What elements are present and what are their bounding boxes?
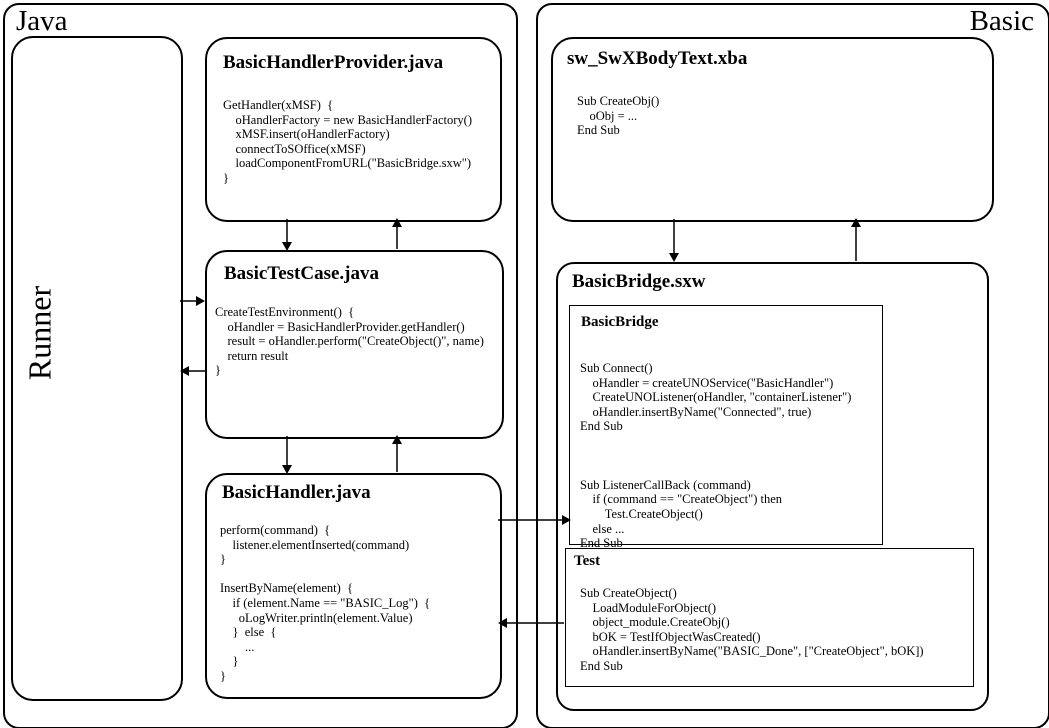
sw-swxbodytext-title: sw_SwXBodyText.xba bbox=[567, 48, 748, 69]
arrow-test-to-handler bbox=[498, 618, 564, 628]
basic-handler-provider-code: GetHandler(xMSF) { oHandlerFactory = new… bbox=[223, 98, 472, 185]
runner-box: Runner bbox=[11, 36, 183, 701]
arrow-runner-to-testcase bbox=[180, 296, 205, 306]
sw-swxbodytext-code: Sub CreateObj() oObj = ... End Sub bbox=[577, 94, 660, 138]
basic-bridge-sxw-title: BasicBridge.sxw bbox=[572, 271, 706, 292]
arrow-provider-to-testcase bbox=[282, 219, 292, 251]
basic-handler-title: BasicHandler.java bbox=[222, 482, 371, 503]
basic-test-case-box: BasicTestCase.java CreateTestEnvironment… bbox=[205, 250, 504, 439]
arrow-handler-to-testcase bbox=[392, 435, 402, 472]
basic-handler-provider-box: BasicHandlerProvider.java GetHandler(xMS… bbox=[205, 37, 502, 222]
basic-bridge-module-title: BasicBridge bbox=[581, 314, 659, 330]
arrow-handler-to-bridge bbox=[498, 515, 571, 525]
basic-test-case-title: BasicTestCase.java bbox=[224, 263, 379, 284]
java-group-label: Java bbox=[16, 5, 68, 37]
basic-bridge-module-box: BasicBridge Sub Connect() oHandler = cre… bbox=[569, 305, 883, 550]
arrow-xba-to-sxw bbox=[669, 219, 679, 262]
arrow-testcase-to-handler bbox=[282, 436, 292, 474]
arrow-testcase-to-provider bbox=[392, 218, 402, 249]
basic-handler-box: BasicHandler.java perform(command) { lis… bbox=[205, 473, 502, 699]
arrow-testcase-to-runner bbox=[180, 366, 205, 376]
test-module-title: Test bbox=[574, 553, 601, 569]
test-module-box: Test Sub CreateObject() LoadModuleForObj… bbox=[565, 548, 974, 687]
basic-bridge-module-code: Sub Connect() oHandler = createUNOServic… bbox=[580, 361, 852, 551]
basic-handler-provider-title: BasicHandlerProvider.java bbox=[223, 52, 444, 73]
basic-handler-code: perform(command) { listener.elementInser… bbox=[220, 523, 431, 683]
sw-swxbodytext-box: sw_SwXBodyText.xba Sub CreateObj() oObj … bbox=[551, 37, 994, 222]
arrow-sxw-to-xba bbox=[851, 218, 861, 261]
basic-test-case-code: CreateTestEnvironment() { oHandler = Bas… bbox=[215, 305, 484, 378]
basic-bridge-sxw-box: BasicBridge.sxw BasicBridge Sub Connect(… bbox=[556, 262, 989, 711]
basic-group-label: Basic bbox=[969, 5, 1034, 37]
test-module-code: Sub CreateObject() LoadModuleForObject()… bbox=[580, 586, 924, 673]
